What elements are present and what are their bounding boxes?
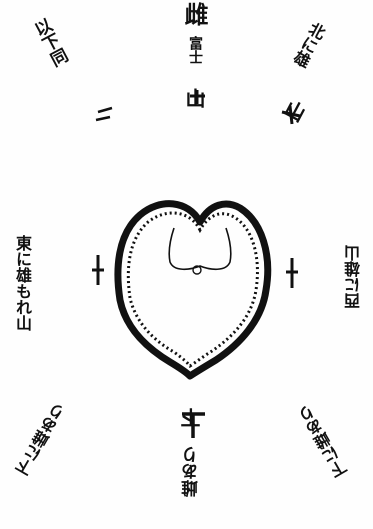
heart-notch [169, 228, 231, 269]
label-bottom-center-head: 下 [182, 408, 202, 428]
label-top-center-main: 雌 [182, 2, 206, 26]
label-top-center-tail: 山 [184, 88, 204, 108]
label-left: 東に雄もれ山 [14, 235, 30, 331]
label-bottom-center: 雌あり [184, 446, 201, 497]
label-right: 西に雄山 [346, 245, 362, 309]
ink-mark-right [286, 258, 298, 288]
ink-mark-top-left [96, 108, 112, 120]
label-top-center-sub: 富士 [188, 36, 202, 64]
ink-mark-left [92, 255, 104, 285]
heart-motif [118, 204, 268, 376]
